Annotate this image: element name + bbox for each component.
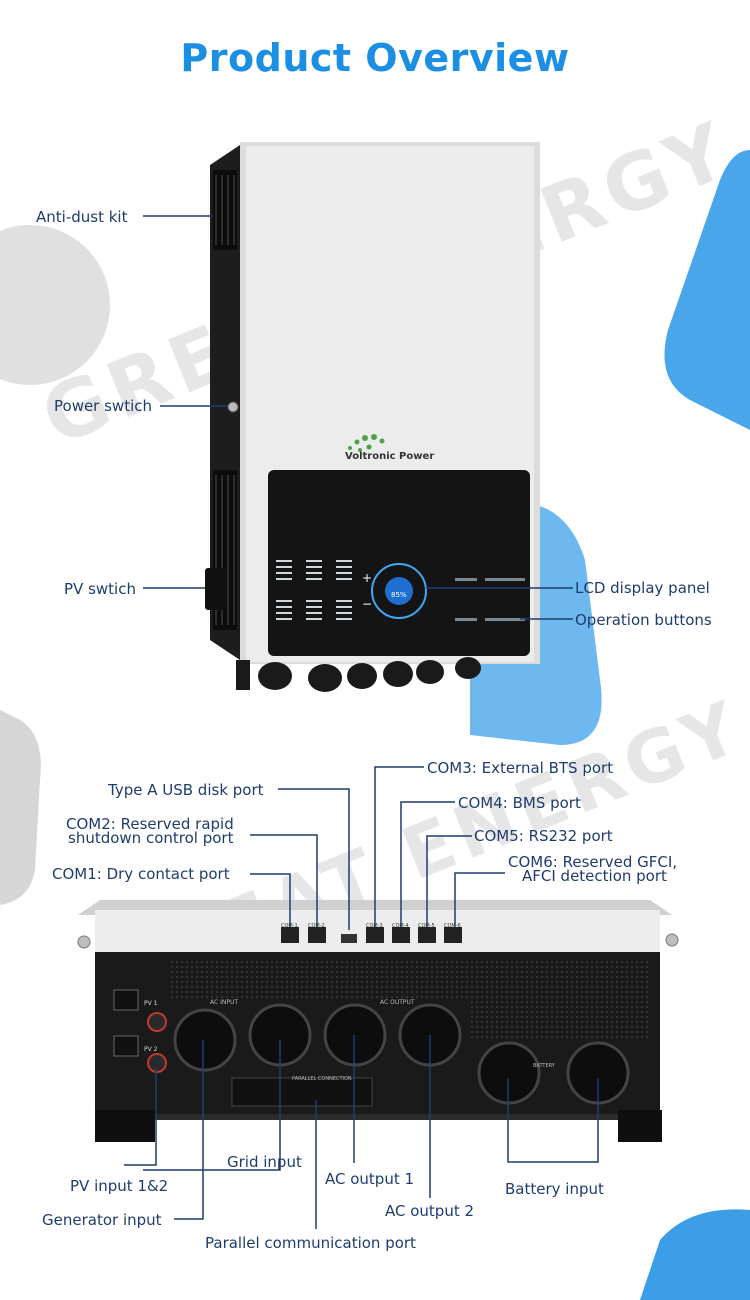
cable-glands [236,657,481,692]
grey-circle-deco [0,225,110,385]
ac-output-2-label: AC output 2 [385,1202,475,1220]
com-port-tag: COM-1 [281,923,298,929]
parallel-text: PARALLEL CONNECTION [292,1076,352,1082]
svg-text:+: + [362,571,372,585]
vent-pattern [170,960,650,1000]
com2-label-line2: shutdown control port [68,829,234,847]
usb-port-label: Type A USB disk port [108,781,264,799]
grey-shape-deco [0,710,41,905]
button-pads [455,578,525,621]
foot-right [618,1110,662,1142]
pv-switch-label: PV swtich [64,580,136,598]
operation-buttons-label: Operation buttons [575,611,712,629]
foot-left [95,1110,155,1142]
lcd-display-label: LCD display panel [575,579,710,597]
com5-label: COM5: RS232 port [474,827,613,845]
com6-label-line1: COM6: Reserved GFCI, [508,853,678,871]
pv2-text: PV 2 [144,1046,158,1053]
com-ports [281,927,462,943]
blue-corner-deco [640,1209,750,1300]
com4-label: COM4: BMS port [458,794,581,812]
battery-input-label: Battery input [505,1180,604,1198]
generator-input-label: Generator input [42,1211,162,1229]
blue-shape-deco [664,150,750,430]
ac-glands [173,1003,630,1105]
ac-output-text: AC OUTPUT [380,999,415,1006]
lcd-ring [371,563,427,619]
lcd-screen [385,577,413,605]
screw-left [77,935,91,949]
brand-logo-dots [348,434,385,452]
pv-input-label: PV input 1&2 [70,1177,169,1195]
power-switch-knob [227,401,239,413]
screw-right [665,933,679,947]
pv1-text: PV 1 [144,1000,158,1007]
com-port-tag: COM-2 [308,923,325,929]
grid-input-label: Grid input [227,1153,302,1171]
pv-connectors [113,989,167,1073]
parallel-port-block [231,1077,373,1107]
parallel-communication-label: Parallel communication port [205,1234,416,1252]
com-port-tag: COM-5 [418,923,435,929]
com-port-tag: COM-4 [392,923,409,929]
page-title: Product Overview [180,36,570,80]
svg-text:−: − [362,597,372,611]
pv-switch-knob [205,568,225,610]
ac-output-1-label: AC output 1 [325,1170,415,1188]
power-switch-label: Power swtich [54,397,153,415]
com-port-tag: COM-6 [444,923,461,929]
com2-label-line1: COM2: Reserved rapid [66,815,234,833]
anti-dust-kit-label: Anti-dust kit [36,208,128,226]
com6-label-line2: AFCI detection port [522,867,667,885]
lcd-value: 85% [391,591,407,599]
com3-label: COM3: External BTS port [427,759,614,777]
com-port-tag: COM-3 [366,923,383,929]
battery-text: BATTERY [533,1063,555,1069]
brand-name: Voltronic Power [345,451,435,462]
status-leds [276,560,352,620]
com1-label: COM1: Dry contact port [52,865,230,883]
ac-input-text: AC INPUT [210,999,239,1006]
